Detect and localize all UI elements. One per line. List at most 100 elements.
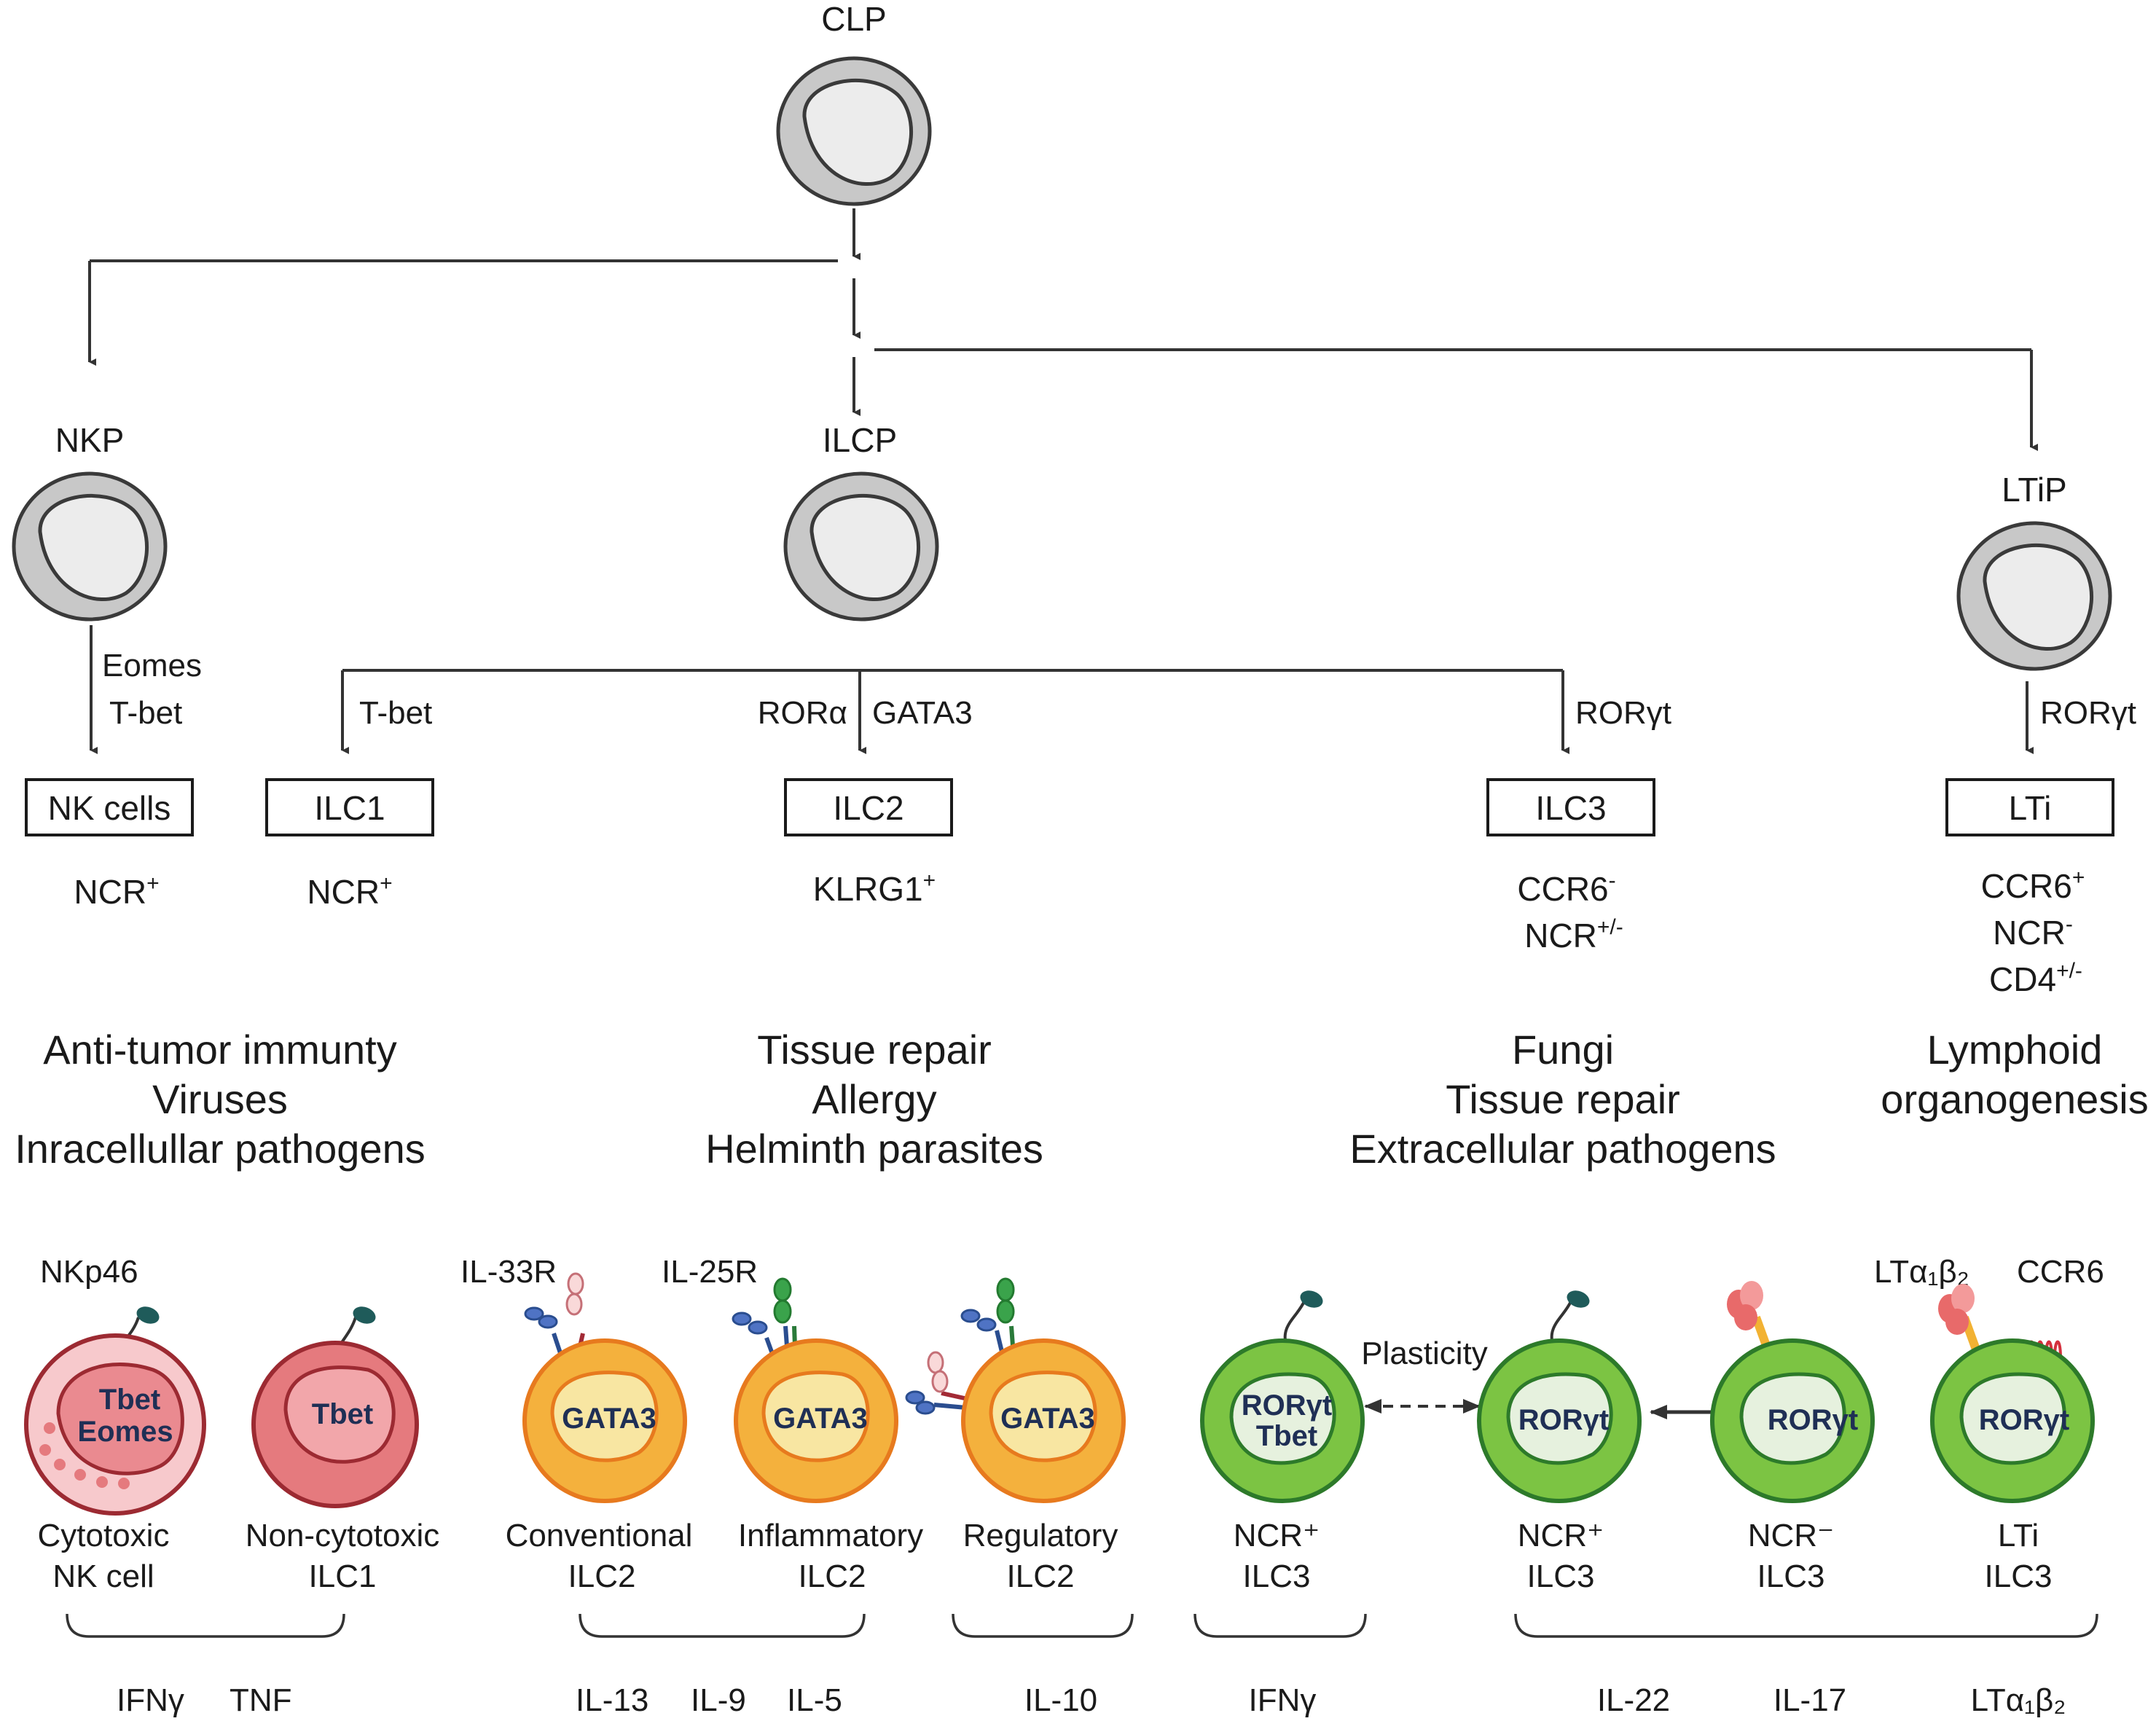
progenitor-ltip: LTiP bbox=[1959, 471, 2110, 669]
marker-lti-cd4: CD4+/- bbox=[1989, 959, 2082, 998]
function-ilc3-1: Fungi bbox=[1512, 1027, 1614, 1073]
nucleus-ncrp-ilc3-a-2: Tbet bbox=[1256, 1420, 1317, 1452]
function-ilc2-1: Tissue repair bbox=[757, 1027, 992, 1073]
subset-conv-ilc2-2: ILC2 bbox=[568, 1559, 636, 1594]
marker-ilc3-ncr: NCR+/- bbox=[1524, 915, 1623, 954]
function-lti-1: Lymphoid bbox=[1927, 1027, 2103, 1073]
lineage-ilc3-label: ILC3 bbox=[1535, 789, 1606, 827]
nucleus-ncrp-ilc3-a-1: RORγt bbox=[1242, 1389, 1332, 1422]
nucleus-ncrn-ilc3: RORγt bbox=[1768, 1404, 1858, 1436]
cell-ncrp-ilc3-b: RORγt bbox=[1477, 1290, 1642, 1503]
subset-labels: Cytotoxic NK cell Non-cytotoxic ILC1 Con… bbox=[38, 1518, 2053, 1594]
lineage-ilc3: ILC3 bbox=[1486, 778, 1655, 836]
subset-ncrp-ilc3-b-2: ILC3 bbox=[1527, 1559, 1595, 1594]
function-ilc2-2: Allergy bbox=[812, 1076, 936, 1122]
transcription-factors: Eomes T-bet T-bet RORα GATA3 RORγt RORγt bbox=[102, 648, 2136, 731]
group-brackets bbox=[66, 1613, 2098, 1638]
marker-lti-ccr6: CCR6+ bbox=[1981, 866, 2085, 905]
function-ilc3-3: Extracellular pathogens bbox=[1349, 1126, 1776, 1172]
cell-ilc1: Tbet bbox=[251, 1306, 419, 1508]
plasticity-arrow: Plasticity bbox=[1361, 1336, 1488, 1414]
function-nk-1: Anti-tumor immunty bbox=[43, 1027, 396, 1073]
cell-ncrn-ilc3: RORγt bbox=[1710, 1281, 1875, 1503]
nkp-label: NKP bbox=[55, 421, 125, 459]
subset-ncrp-ilc3-b-1: NCR⁺ bbox=[1518, 1518, 1604, 1553]
marker-nk: NCR+ bbox=[74, 871, 159, 911]
lineage-ilc2: ILC2 bbox=[784, 778, 953, 836]
lineage-ilc2-label: ILC2 bbox=[833, 789, 903, 827]
cytokine-il22: IL-22 bbox=[1597, 1682, 1670, 1718]
ilcp-label: ILCP bbox=[823, 421, 897, 459]
cell-cytotoxic-nk: Tbet Eomes bbox=[24, 1306, 206, 1516]
subset-lti-ilc3-1: LTi bbox=[1998, 1518, 2039, 1553]
receptor-lta: LTα₁β₂ bbox=[1874, 1254, 1969, 1290]
subset-ncrn-ilc3-1: NCR⁻ bbox=[1748, 1518, 1835, 1553]
progenitor-ilcp: ILCP bbox=[785, 421, 937, 619]
subset-conv-ilc2-1: Conventional bbox=[506, 1518, 693, 1553]
ltip-label: LTiP bbox=[2002, 471, 2066, 509]
factor-gata3: GATA3 bbox=[872, 695, 973, 731]
subset-ncrp-ilc3-a-1: NCR⁺ bbox=[1234, 1518, 1320, 1553]
factor-tbet-ilc1: T-bet bbox=[359, 695, 432, 731]
cytokine-ifng: IFNγ bbox=[117, 1682, 184, 1718]
cell-lti-ilc3: RORγt bbox=[1930, 1284, 2095, 1503]
plasticity-label: Plasticity bbox=[1361, 1336, 1488, 1371]
function-ilc3-2: Tissue repair bbox=[1446, 1076, 1680, 1122]
cytokine-il10: IL-10 bbox=[1024, 1682, 1097, 1718]
subset-ncrp-ilc3-a-2: ILC3 bbox=[1243, 1559, 1311, 1594]
nucleus-conv-ilc2: GATA3 bbox=[562, 1403, 656, 1435]
function-ilc2-3: Helminth parasites bbox=[705, 1126, 1043, 1172]
lineage-ilc1-label: ILC1 bbox=[314, 789, 385, 827]
cell-reg-ilc2: GATA3 bbox=[905, 1277, 1126, 1503]
receptor-labels: NKp46 IL-33R IL-25R LTα₁β₂ CCR6 bbox=[40, 1254, 2104, 1290]
nucleus-lti-ilc3: RORγt bbox=[1979, 1404, 2069, 1436]
lineage-lti: LTi bbox=[1945, 778, 2114, 836]
nucleus-ilc1: Tbet bbox=[312, 1398, 373, 1430]
marker-ilc2: KLRG1+ bbox=[813, 869, 936, 908]
function-lti-2: organogenesis bbox=[1881, 1076, 2148, 1122]
progenitor-nkp: NKP bbox=[14, 421, 165, 619]
receptor-il25r: IL-25R bbox=[662, 1254, 758, 1290]
subset-lti-ilc3-2: ILC3 bbox=[1985, 1559, 2053, 1594]
factor-rorgt-lti: RORγt bbox=[2040, 695, 2136, 731]
nucleus-cyto-nk-1: Tbet bbox=[99, 1384, 160, 1416]
cytokine-il9: IL-9 bbox=[691, 1682, 746, 1718]
subset-ncrn-ilc3-2: ILC3 bbox=[1757, 1559, 1825, 1594]
subset-reg-ilc2-1: Regulatory bbox=[963, 1518, 1118, 1553]
lineage-nk: NK cells bbox=[25, 778, 194, 836]
receptor-nkp46: NKp46 bbox=[40, 1254, 138, 1290]
nucleus-reg-ilc2: GATA3 bbox=[1000, 1403, 1095, 1435]
cell-ncrp-ilc3-a: RORγt Tbet bbox=[1200, 1290, 1365, 1503]
cytokines: IFNγ TNF IL-13 IL-9 IL-5 IL-10 IFNγ IL-2… bbox=[117, 1682, 2066, 1718]
factor-rorgt-ilc3: RORγt bbox=[1575, 695, 1671, 731]
subset-cyto-nk-2: NK cell bbox=[52, 1559, 154, 1594]
factor-tbet-nk: T-bet bbox=[109, 695, 182, 731]
lineage-nk-label: NK cells bbox=[48, 789, 171, 827]
top-connectors bbox=[88, 208, 2038, 451]
receptor-il33r: IL-33R bbox=[460, 1254, 557, 1290]
cytokine-il5: IL-5 bbox=[787, 1682, 842, 1718]
cell-infl-ilc2: GATA3 bbox=[732, 1277, 898, 1503]
lineage-lti-label: LTi bbox=[2009, 789, 2052, 827]
progenitor-clp: CLP bbox=[778, 0, 930, 204]
subset-ilc1-1: Non-cytotoxic bbox=[246, 1518, 440, 1553]
clp-label: CLP bbox=[821, 0, 886, 38]
functions: Anti-tumor immunty Viruses Inracellullar… bbox=[15, 1027, 2148, 1172]
subset-infl-ilc2-1: Inflammatory bbox=[738, 1518, 923, 1553]
cell-conv-ilc2: GATA3 bbox=[522, 1272, 687, 1503]
receptor-ccr6: CCR6 bbox=[2017, 1254, 2104, 1290]
nucleus-ncrp-ilc3-b: RORγt bbox=[1518, 1404, 1609, 1436]
factor-rora: RORα bbox=[758, 695, 847, 731]
marker-ilc3-ccr6: CCR6- bbox=[1517, 869, 1615, 908]
subset-cyto-nk-1: Cytotoxic bbox=[38, 1518, 170, 1553]
subset-reg-ilc2-2: ILC2 bbox=[1007, 1559, 1075, 1594]
marker-ilc1: NCR+ bbox=[307, 871, 392, 911]
nucleus-cyto-nk-2: Eomes bbox=[77, 1416, 173, 1448]
lineage-ilc1: ILC1 bbox=[265, 778, 434, 836]
lineage-connectors bbox=[90, 625, 2034, 754]
function-nk-3: Inracellullar pathogens bbox=[15, 1126, 425, 1172]
cytokine-lta: LTα₁β₂ bbox=[1971, 1682, 2066, 1718]
cytokine-tnf: TNF bbox=[230, 1682, 292, 1718]
subset-infl-ilc2-2: ILC2 bbox=[799, 1559, 866, 1594]
